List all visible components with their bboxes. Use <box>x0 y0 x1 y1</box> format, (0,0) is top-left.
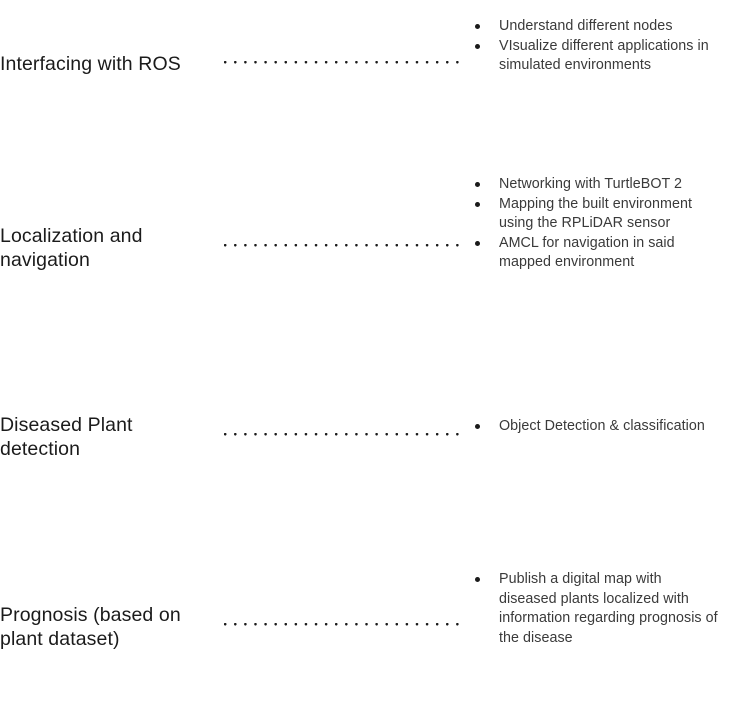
milestone-bullet-list: Understand different nodes VIsualize dif… <box>472 17 722 76</box>
milestone-title: Interfacing with ROS <box>0 53 181 75</box>
list-item: Networking with TurtleBOT 2 <box>472 175 722 195</box>
bullet-text: Understand different nodes <box>499 18 673 34</box>
list-item: AMCL for navigation in said mapped envir… <box>472 234 722 273</box>
milestone-bullet-list: Publish a digital map with diseased plan… <box>472 570 722 648</box>
milestone-title: Localization and navigation <box>0 225 143 271</box>
milestone-title: Diseased Plant detection <box>0 414 133 460</box>
bullet-point-icon <box>475 424 480 429</box>
dotted-leader-line <box>224 244 461 247</box>
bullet-text: Mapping the built environment using the … <box>499 195 692 232</box>
list-item: Understand different nodes <box>472 17 722 37</box>
milestone-bullet-list: Object Detection & classification <box>472 417 722 437</box>
bullet-point-icon <box>475 577 480 582</box>
list-item: Mapping the built environment using the … <box>472 195 722 234</box>
bullet-point-icon <box>475 43 480 49</box>
list-item: VIsualize different applications in simu… <box>472 37 722 76</box>
list-item: Object Detection & classification <box>472 417 722 437</box>
bullet-point-icon <box>475 182 480 187</box>
milestone-title: Prognosis (based on plant dataset) <box>0 604 181 650</box>
bullet-point-icon <box>475 201 480 207</box>
bullet-text: AMCL for navigation in said mapped envir… <box>499 234 675 271</box>
milestone-bullet-list: Networking with TurtleBOT 2 Mapping the … <box>472 175 722 273</box>
dotted-leader-line <box>224 433 461 436</box>
bullet-text: VIsualize different applications in simu… <box>499 37 709 74</box>
bullet-point-icon <box>475 24 480 29</box>
dotted-leader-line <box>224 61 461 64</box>
bullet-point-icon <box>475 240 480 246</box>
bullet-text: Object Detection & classification <box>499 418 705 434</box>
dotted-leader-line <box>224 623 461 626</box>
list-item: Publish a digital map with diseased plan… <box>472 570 722 648</box>
bullet-text: Networking with TurtleBOT 2 <box>499 176 683 192</box>
bullet-text: Publish a digital map with diseased plan… <box>499 571 718 646</box>
